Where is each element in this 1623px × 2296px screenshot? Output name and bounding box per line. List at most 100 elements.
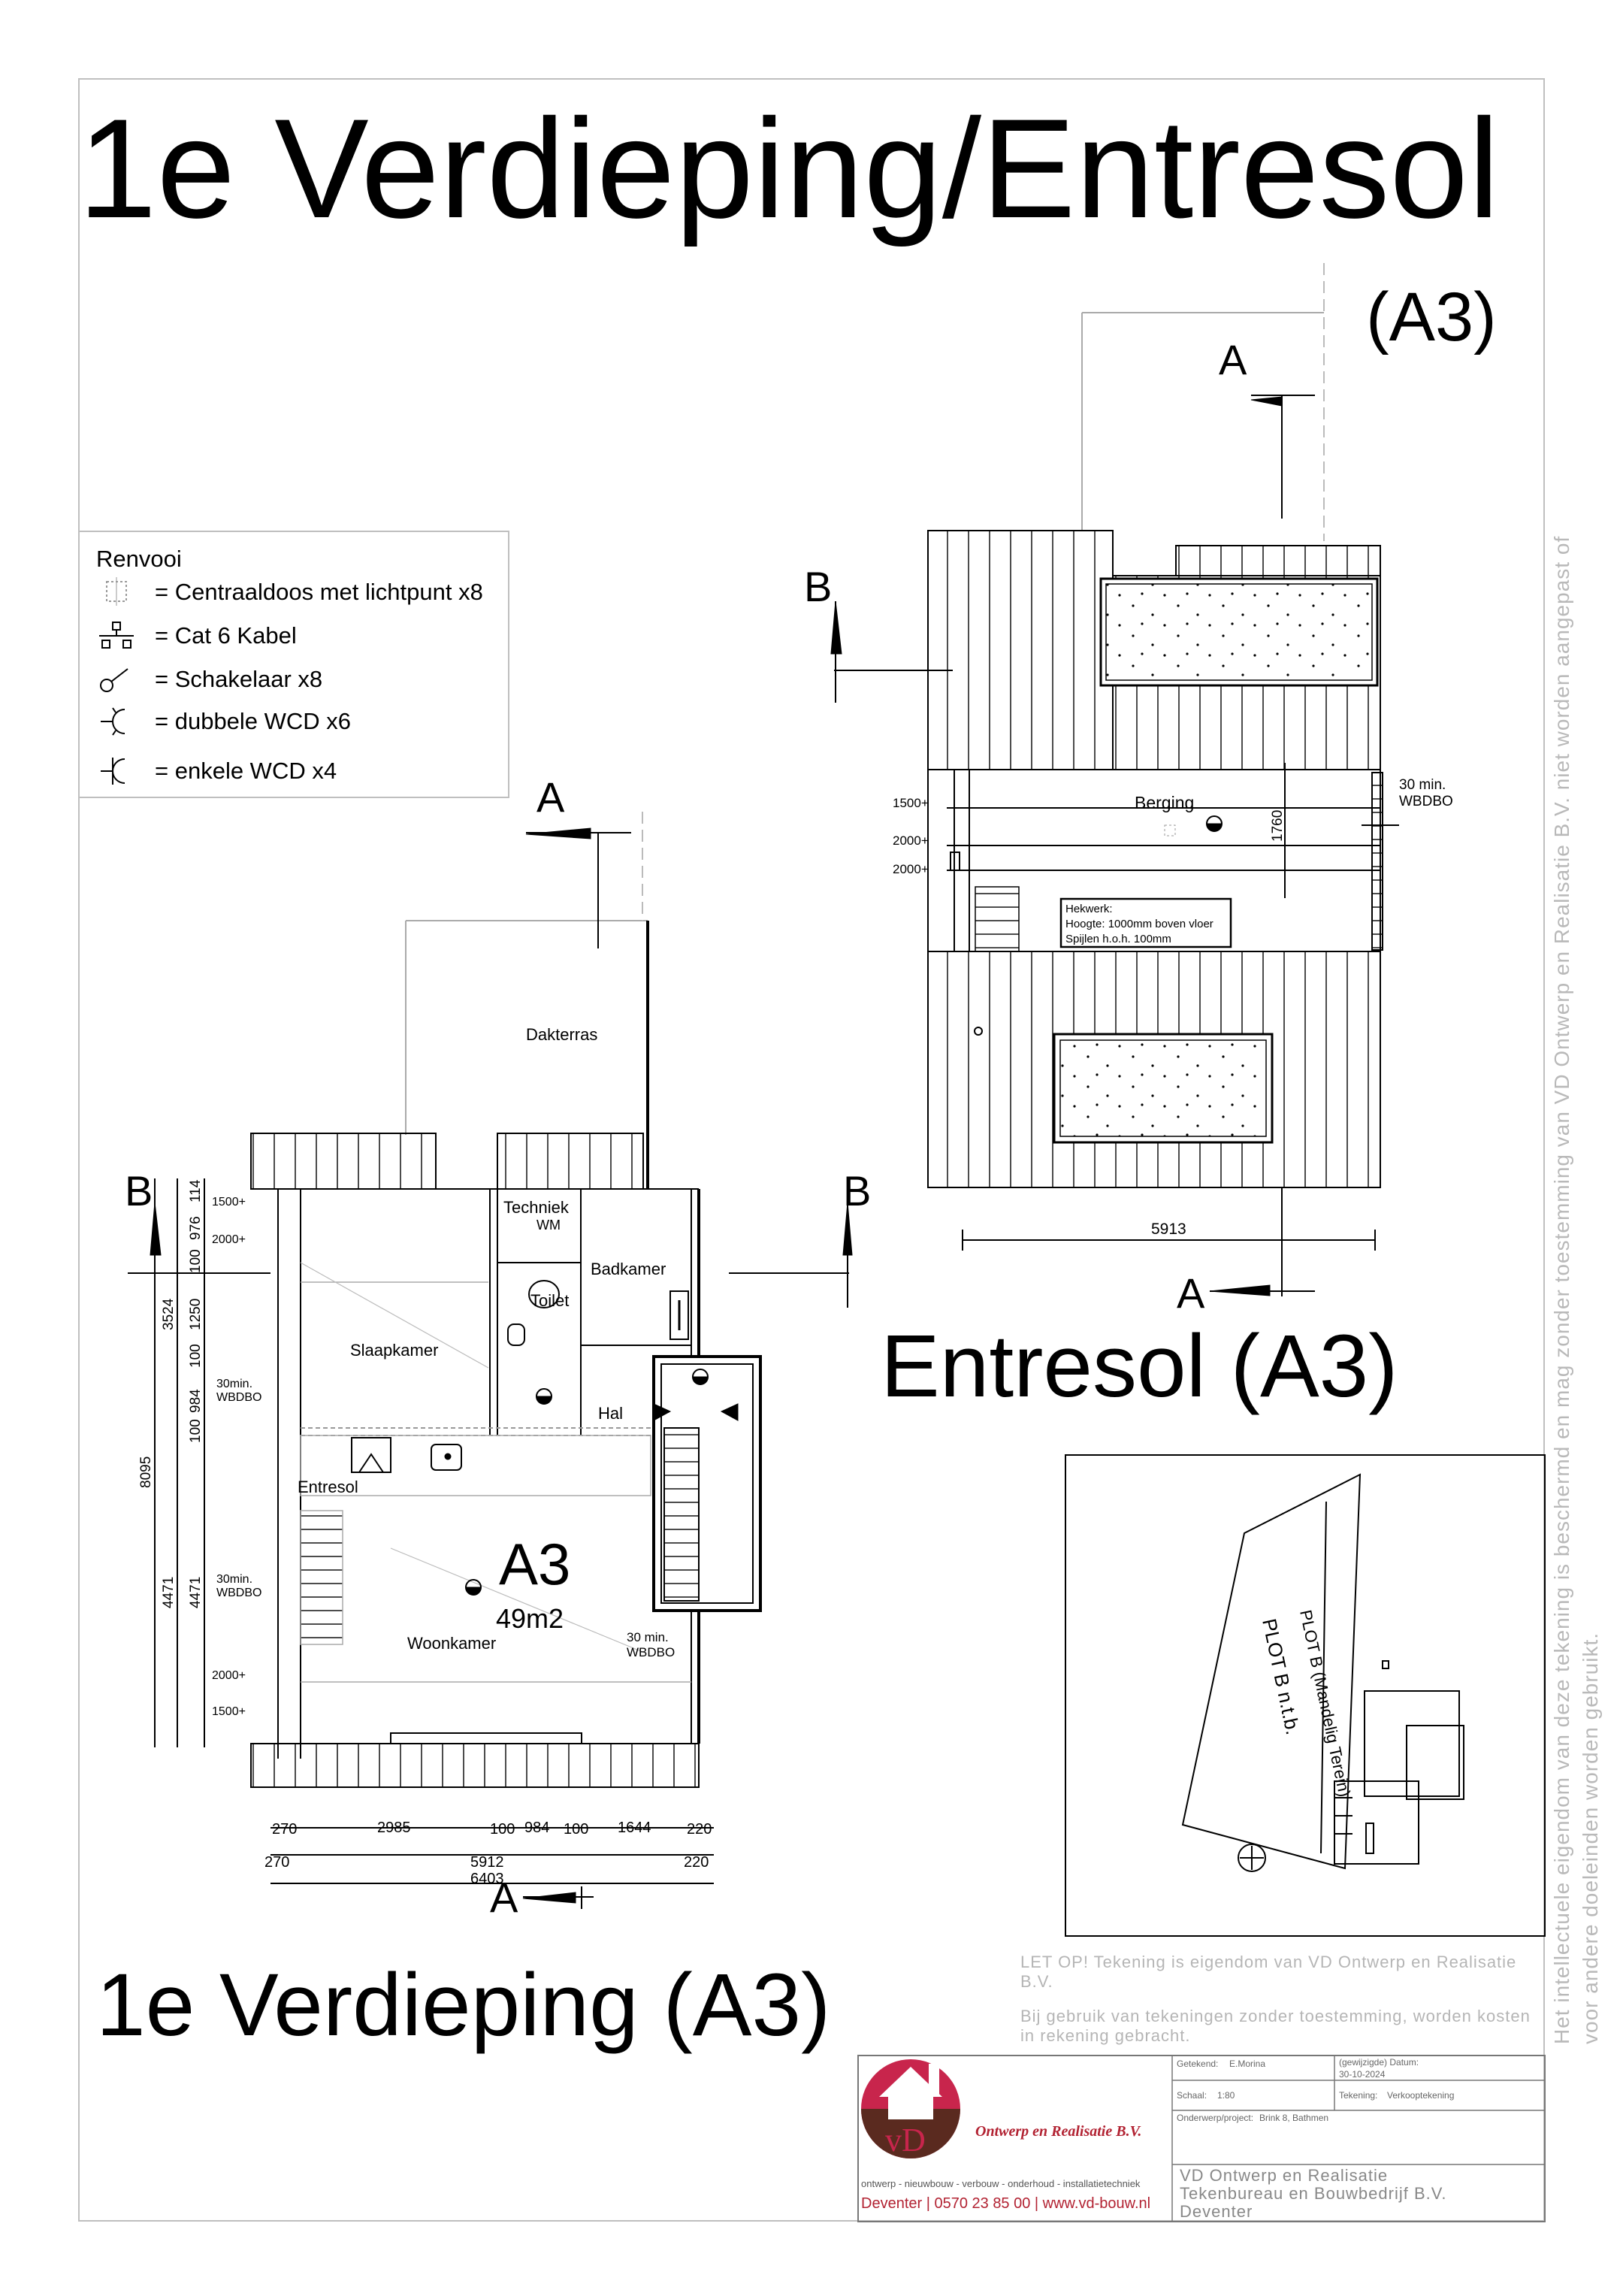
legend: Renvooi = Centraaldoos met lichtpunt x8 … [78, 531, 509, 798]
dim-width: 5913 [1151, 1221, 1186, 1238]
room-badkamer: Badkamer [591, 1260, 666, 1278]
entresol-section-b: B [804, 563, 832, 610]
room-dakterras: Dakterras [526, 1025, 597, 1044]
height-label: 2000+ [212, 1669, 246, 1682]
verdieping-title: 1e Verdieping (A3) [96, 1956, 831, 2055]
dim: 4471 [188, 1577, 204, 1608]
double-socket-icon [101, 707, 125, 736]
railing-note: Spijlen h.o.h. 100mm [1065, 933, 1171, 945]
plan-section-a-bottom: A [490, 1874, 518, 1921]
company-services: ontwerp - nieuwbouw - verbouw - onderhou… [861, 2178, 1141, 2189]
legend-item: = Schakelaar x8 [96, 663, 322, 696]
warning-line: Bij gebruik van tekeningen zonder toeste… [1020, 2007, 1531, 2045]
height-label: 1500+ [893, 796, 929, 810]
fire-label: WBDBO [1399, 794, 1453, 809]
fire-label: WBDBO [216, 1391, 261, 1404]
legend-item: = enkele WCD x4 [96, 755, 337, 788]
room-techniek: Techniek [503, 1198, 570, 1217]
dim: 984 [188, 1389, 204, 1413]
drawn-label: Getekend: [1177, 2059, 1218, 2069]
dim: 984 [524, 1820, 549, 1836]
fire-label: 30 min. [1399, 777, 1446, 793]
railing-note: Hoogte: 1000mm boven vloer [1065, 918, 1213, 930]
scale-label: Schaal: [1177, 2090, 1207, 2101]
site-plot-sub: PLOT B n.t.b. [1258, 1617, 1304, 1737]
warning-line: LET OP! Tekening is eigendom van VD Ontw… [1020, 1953, 1517, 1991]
legend-item: = dubbele WCD x6 [96, 705, 351, 738]
dim: 2985 [377, 1820, 411, 1836]
dims-left-b: 3524 8095 4471 4471 [138, 1298, 204, 1608]
dim: 220 [687, 1821, 712, 1838]
dim: 1250 [188, 1299, 204, 1330]
room-toilet: Toilet [530, 1291, 569, 1310]
dim: 8095 [138, 1457, 154, 1488]
dims-left-a: 114 976 100 1250 100 984 100 [188, 1179, 204, 1443]
unit-label: A3 [499, 1531, 570, 1597]
plan-section-b-right: B [843, 1167, 871, 1215]
scale-value: 1:80 [1217, 2090, 1235, 2101]
legend-label: = dubbele WCD x6 [155, 708, 352, 734]
room-entresol: Entresol [298, 1478, 358, 1496]
room-hal: Hal [598, 1404, 623, 1423]
room-berging: Berging [1135, 793, 1194, 812]
network-icon [99, 622, 134, 649]
height-label: 2000+ [893, 862, 929, 876]
dim: 4471 [161, 1577, 177, 1608]
unit-label-top: (A3) [1366, 279, 1497, 355]
room-wm: WM [536, 1218, 561, 1233]
unit-area: 49m2 [496, 1603, 564, 1634]
plan-section-b-left: B [125, 1167, 153, 1215]
dim: 100 [564, 1821, 588, 1838]
drawing-value: Verkooptekening [1387, 2090, 1454, 2101]
dim: 6403 [470, 1871, 504, 1887]
height-label: 2000+ [212, 1233, 246, 1246]
fire-label: 30 min. [627, 1630, 669, 1644]
page-title: 1e Verdieping/Entresol [78, 89, 1500, 247]
site-plot-label: PLOT B (Mandelig Terein) [1296, 1608, 1354, 1798]
legend-label: = Schakelaar x8 [155, 666, 323, 692]
dim: 220 [684, 1854, 709, 1871]
legend-item: = Cat 6 Kabel [96, 619, 297, 652]
project-value: Brink 8, Bathmen [1259, 2113, 1328, 2123]
legend-title: Renvooi [96, 546, 182, 572]
dim: 100 [188, 1344, 204, 1368]
firm-line3: Deventer [1180, 2202, 1253, 2221]
dim: 114 [188, 1179, 204, 1202]
plan-section-a-top: A [536, 773, 565, 821]
entresol-section-a-bottom: A [1177, 1269, 1205, 1317]
firm-line1: VD Ontwerp en Realisatie [1180, 2166, 1388, 2185]
company-contact: Deventer | 0570 23 85 00 | www.vd-bouw.n… [861, 2195, 1150, 2212]
height-label: 2000+ [893, 833, 929, 848]
date-label: (gewijzigde) Datum: [1339, 2057, 1419, 2068]
ceiling-box-icon [106, 577, 127, 606]
firm-line2: Tekenbureau en Bouwbedrijf B.V. [1180, 2184, 1447, 2203]
dim: 5912 [470, 1854, 504, 1871]
fire-label: 30min. [216, 1378, 252, 1390]
drawn-value: E.Morina [1229, 2059, 1265, 2069]
fire-label: 30min. [216, 1573, 252, 1586]
dim: 1644 [618, 1820, 651, 1836]
entresol-section-a-top: A [1219, 336, 1247, 383]
drawing-label: Tekening: [1339, 2090, 1377, 2101]
dim: 270 [264, 1854, 289, 1871]
legend-label: = Cat 6 Kabel [155, 622, 297, 649]
drawing-frame [78, 78, 1545, 2222]
floor-plan [128, 812, 853, 1909]
dim: 270 [272, 1821, 297, 1838]
height-label: 1500+ [212, 1196, 246, 1209]
legend-label: = enkele WCD x4 [155, 758, 337, 784]
railing-note: Hekwerk: [1065, 903, 1113, 915]
site-plan-frame [1065, 1454, 1546, 1937]
dim: 100 [490, 1821, 515, 1838]
dim: 100 [188, 1249, 204, 1273]
legend-item: = Centraaldoos met lichtpunt x8 [96, 576, 483, 609]
dim: 100 [188, 1419, 204, 1443]
dims-bottom-b: 270 5912 6403 220 [264, 1854, 709, 1887]
entresol-title: Entresol (A3) [881, 1317, 1398, 1416]
height-label: 1500+ [212, 1705, 246, 1718]
switch-icon [100, 668, 128, 692]
side-copyright-note: Het intellectuele eigendom van deze teke… [1550, 535, 1602, 2044]
fire-label: WBDBO [216, 1587, 261, 1599]
project-label: Onderwerp/project: [1177, 2113, 1253, 2123]
